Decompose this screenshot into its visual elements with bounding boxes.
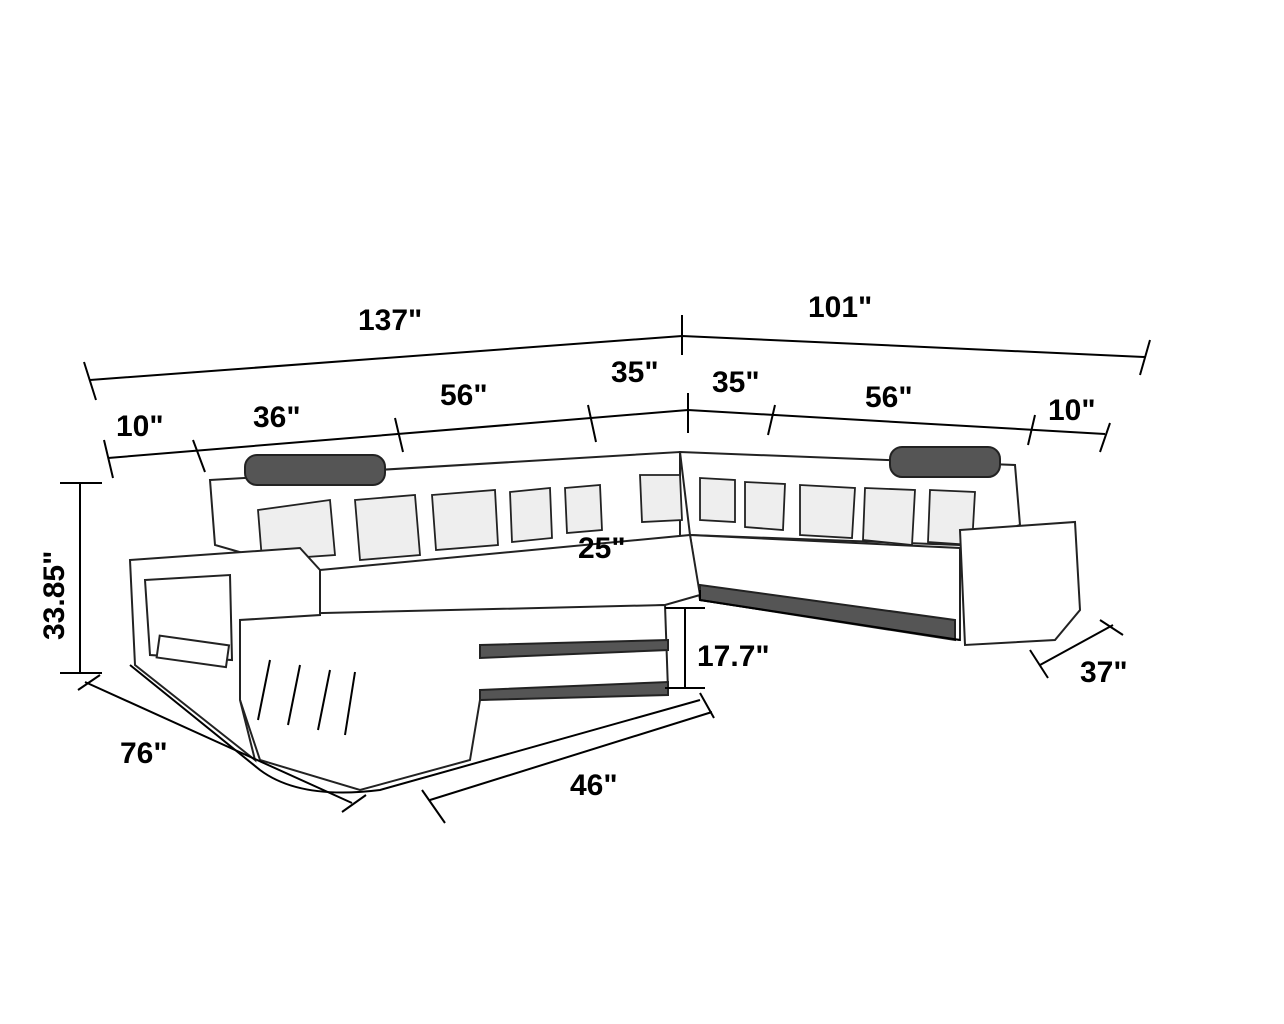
label-56-left: 56" [440, 379, 488, 412]
label-76: 76" [120, 737, 168, 770]
label-56-right: 56" [865, 381, 913, 414]
label-10-left: 10" [116, 410, 164, 443]
label-35-right: 35" [712, 366, 760, 399]
label-101: 101" [808, 291, 872, 324]
label-137: 137" [358, 304, 422, 337]
dimension-lines [60, 315, 1151, 824]
label-37: 37" [1080, 656, 1128, 689]
label-17-7: 17.7" [697, 640, 770, 673]
label-35-left: 35" [611, 356, 659, 389]
label-25: 25" [578, 532, 626, 565]
sofa-illustration [128, 446, 1082, 794]
label-10-right: 10" [1048, 394, 1096, 427]
label-33-85: 33.85" [38, 551, 71, 640]
label-36: 36" [253, 401, 301, 434]
label-46: 46" [570, 769, 618, 802]
